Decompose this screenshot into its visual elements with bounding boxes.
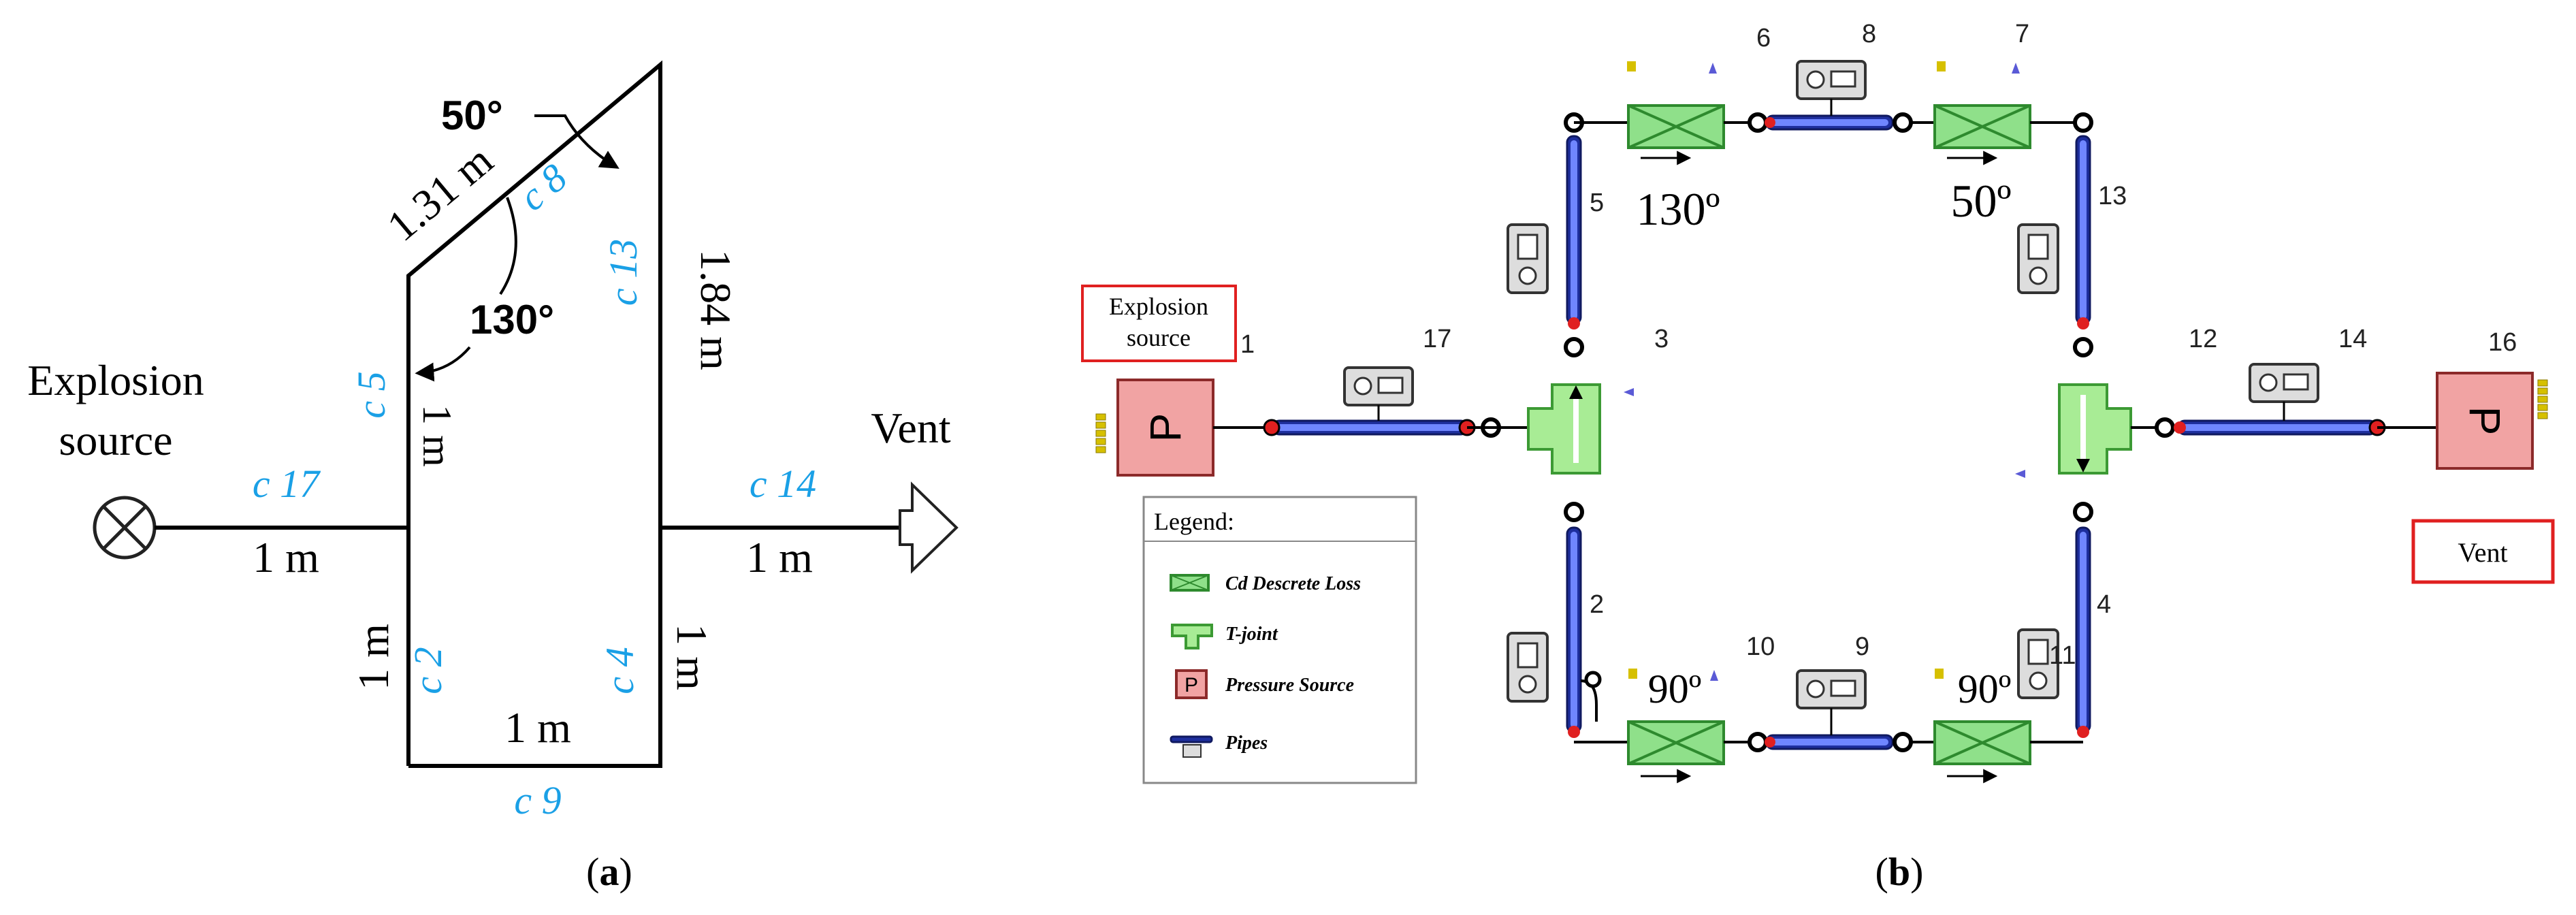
caption-a-letter: a [600,850,619,894]
vent-arrow-icon [899,481,959,574]
vent-box [2411,519,2555,584]
length-left-upper: 1 m [415,404,460,467]
explosion-box-line1: Explosion [1109,293,1208,320]
svg-text:(a): (a) [586,850,632,894]
component-label-c13: c 13 [601,239,645,306]
length-left-lower: 1 m [349,624,398,690]
node-6: 6 [1756,24,1771,52]
angle-130-b: 130º [1636,183,1720,235]
node-14: 14 [2338,325,2367,353]
pressure-source-right: P [2436,372,2548,470]
caption-b-letter: b [1888,850,1910,894]
length-inlet: 1 m [253,533,319,581]
component-label-c9: c 9 [514,778,561,822]
node-4: 4 [2097,590,2111,619]
node-12: 12 [2189,325,2217,353]
component-label-c2: c 2 [406,647,450,694]
node-2: 2 [1590,590,1604,619]
legend-title: Legend: [1154,508,1234,535]
angle-130-arc-lower [415,346,471,382]
explosion-box-line2: source [1127,324,1191,351]
angle-90-left: 90º [1648,667,1702,711]
pressure-source-left: P [1095,379,1214,477]
node-13: 13 [2098,182,2127,210]
component-label-c8: c 8 [511,155,575,219]
node-1: 1 [1240,330,1255,359]
t-joint-12 [2058,383,2132,475]
legend: Legend: Cd Descrete Loss T-joint P Press… [1142,496,1417,784]
node-3: 3 [1654,325,1669,353]
component-label-c5: c 5 [349,371,393,418]
angle-130-label: 130° [470,297,554,342]
angle-130-arc-upper [499,197,517,295]
length-outlet: 1 m [746,533,813,581]
t-joint-3 [1527,383,1601,475]
legend-item-t-joint: T-joint [1225,624,1278,645]
legend-item-discrete-loss: Cd Descrete Loss [1225,573,1361,594]
pipe-network-outline [155,60,905,768]
angle-50-b: 50º [1950,175,2011,227]
explosion-source-icon [93,496,157,560]
length-slant: 1.31 m [378,135,502,251]
angle-50-label: 50° [441,93,503,138]
angle-90-right: 90º [1958,667,2012,711]
panel-a-schematic: Explosion source Vent 50° 130° 1.31 m 1.… [27,60,959,822]
node-8: 8 [1862,20,1876,48]
node-9: 9 [1855,632,1869,661]
explosion-source-box [1081,285,1237,362]
panel-b-model: Explosion source P 1 17 3 [1081,20,2555,784]
legend-item-pipes: Pipes [1225,733,1268,754]
pressure-symbol-right: P [2460,406,2509,436]
node-16: 16 [2488,328,2517,357]
length-right-vertical: 1.84 m [692,249,740,370]
svg-text:(b): (b) [1875,850,1924,894]
legend-item-pressure-source: Pressure Source [1225,675,1354,696]
node-17: 17 [1423,325,1451,353]
vent-box-label: Vent [2458,537,2507,568]
pressure-symbol-left: P [1141,413,1190,443]
node-5: 5 [1590,189,1604,217]
component-label-c14: c 14 [750,462,816,506]
explosion-source-label-2: source [59,416,172,464]
node-11: 11 [2049,641,2076,670]
vent-label: Vent [871,404,951,452]
component-label-c17: c 17 [253,462,321,506]
legend-pressure-symbol: P [1185,674,1198,696]
length-right-lower: 1 m [668,624,716,690]
caption-b: (b) [1875,850,1924,894]
length-bottom: 1 m [504,703,571,752]
explosion-source-label-1: Explosion [27,356,204,404]
component-label-c4: c 4 [598,647,642,694]
node-10: 10 [1746,632,1775,661]
angle-50-arrow [534,114,619,169]
caption-a: (a) [586,850,632,894]
node-7: 7 [2015,20,2029,48]
